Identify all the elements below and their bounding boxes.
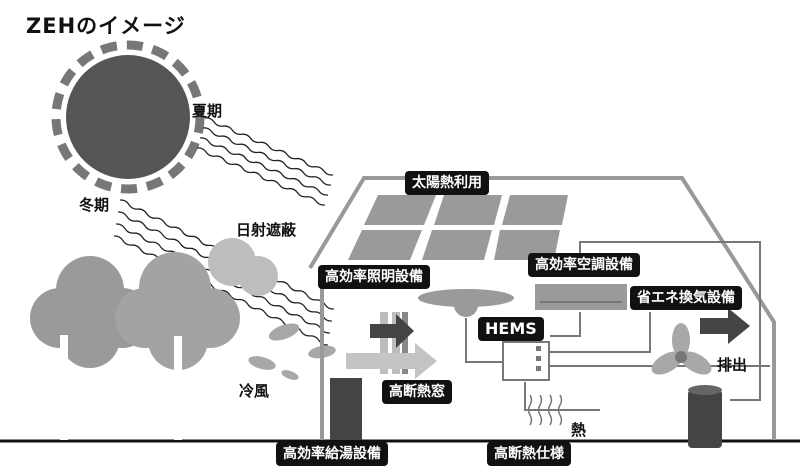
exhaust-arrow-icon [700,308,750,344]
air-conditioner-icon [535,284,627,310]
aircon-tag: 高効率空調設備 [528,253,640,277]
insulation-tag: 高断熱仕様 [487,442,571,466]
lighting-tag: 高効率照明設備 [318,265,430,289]
hems-tag: HEMS [478,317,544,341]
ceiling-light-icon [418,289,514,317]
ventilation-fan-icon [651,323,712,375]
tree-middle [115,252,240,440]
heat-in-arrow-icon [370,314,414,348]
solar-panels [348,195,568,260]
heat-waves-icon [527,394,563,426]
water-heater-tag: 高効率給湯設備 [276,442,388,466]
winter-label: 冬期 [79,196,110,214]
cool-wind-arrow-icon [346,343,437,379]
tree-left [30,256,152,440]
sun-icon [51,40,205,194]
heat-label: 熱 [571,421,587,439]
summer-sunlight-rays [196,117,333,206]
storage-tank-icon [688,385,722,448]
shading-label: 日射遮蔽 [236,221,297,239]
hems-controller [502,341,550,381]
water-heater-icon [330,378,362,440]
summer-label: 夏期 [192,102,223,120]
page-title: ZEHのイメージ [26,14,186,38]
solar-heat-tag: 太陽熱利用 [405,171,489,195]
house-outline [308,176,776,440]
exhaust-label: 排出 [717,356,748,374]
ventilation-tag: 省エネ換気設備 [630,286,742,310]
tree-back [208,238,278,296]
cool-wind-label: 冷風 [239,382,270,400]
window-tag: 高断熱窓 [382,380,452,404]
